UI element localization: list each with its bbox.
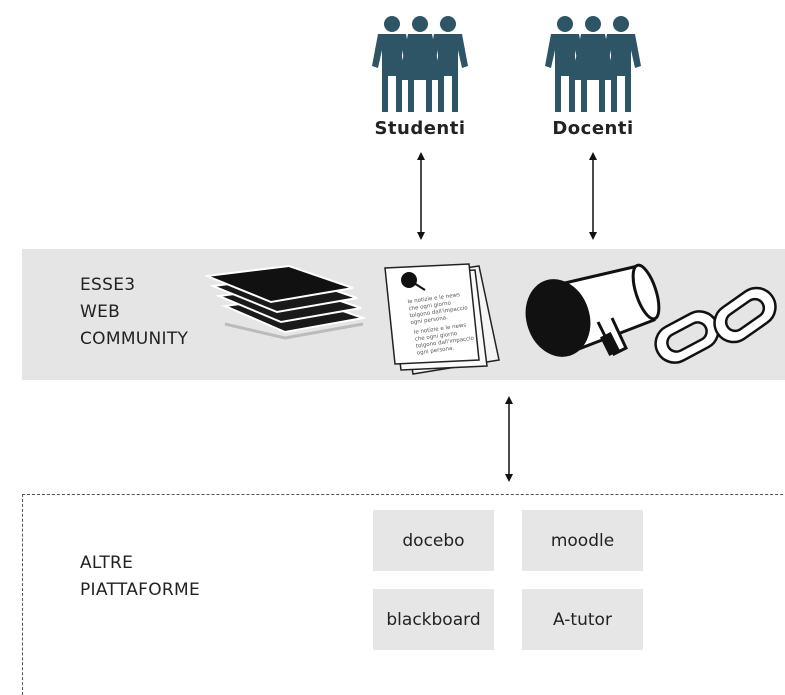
studenti-people-icon xyxy=(372,16,468,112)
note-text: ogni persona. xyxy=(410,315,448,326)
community-title-line: COMMUNITY xyxy=(80,329,189,349)
community-title: ESSE3 WEB COMMUNITY xyxy=(80,272,188,353)
platform-tile-blackboard: blackboard xyxy=(373,589,494,650)
note-text: che ogni giorno xyxy=(408,300,452,312)
studenti-label: Studenti xyxy=(374,118,466,139)
megaphone-icon xyxy=(525,263,661,357)
platform-tile-moodle: moodle xyxy=(522,510,643,571)
community-title-line: WEB xyxy=(80,302,121,322)
platforms-title-line: ALTRE xyxy=(80,553,134,573)
platforms-title-line: PIATTAFORME xyxy=(80,580,201,600)
chain-link-icon xyxy=(654,286,777,364)
notes-pin-icon: le notizie e le news che ogni giorno tol… xyxy=(384,263,500,375)
studenti-arrow xyxy=(417,152,425,240)
docenti-label: Docenti xyxy=(552,118,634,139)
platforms-region xyxy=(22,494,785,695)
platform-tile-atutor: A-tutor xyxy=(522,589,643,650)
platform-tile-docebo: docebo xyxy=(373,510,494,571)
docenti-people-icon xyxy=(545,16,641,112)
platforms-arrow xyxy=(505,396,513,482)
community-title-line: ESSE3 xyxy=(80,275,136,295)
note-text: che ogni giorno xyxy=(415,331,459,343)
note-text: ogni persona. xyxy=(417,345,455,356)
platforms-title: ALTRE PIATTAFORME xyxy=(80,550,200,604)
papers-stack-icon xyxy=(205,264,365,340)
docenti-arrow xyxy=(589,152,597,240)
